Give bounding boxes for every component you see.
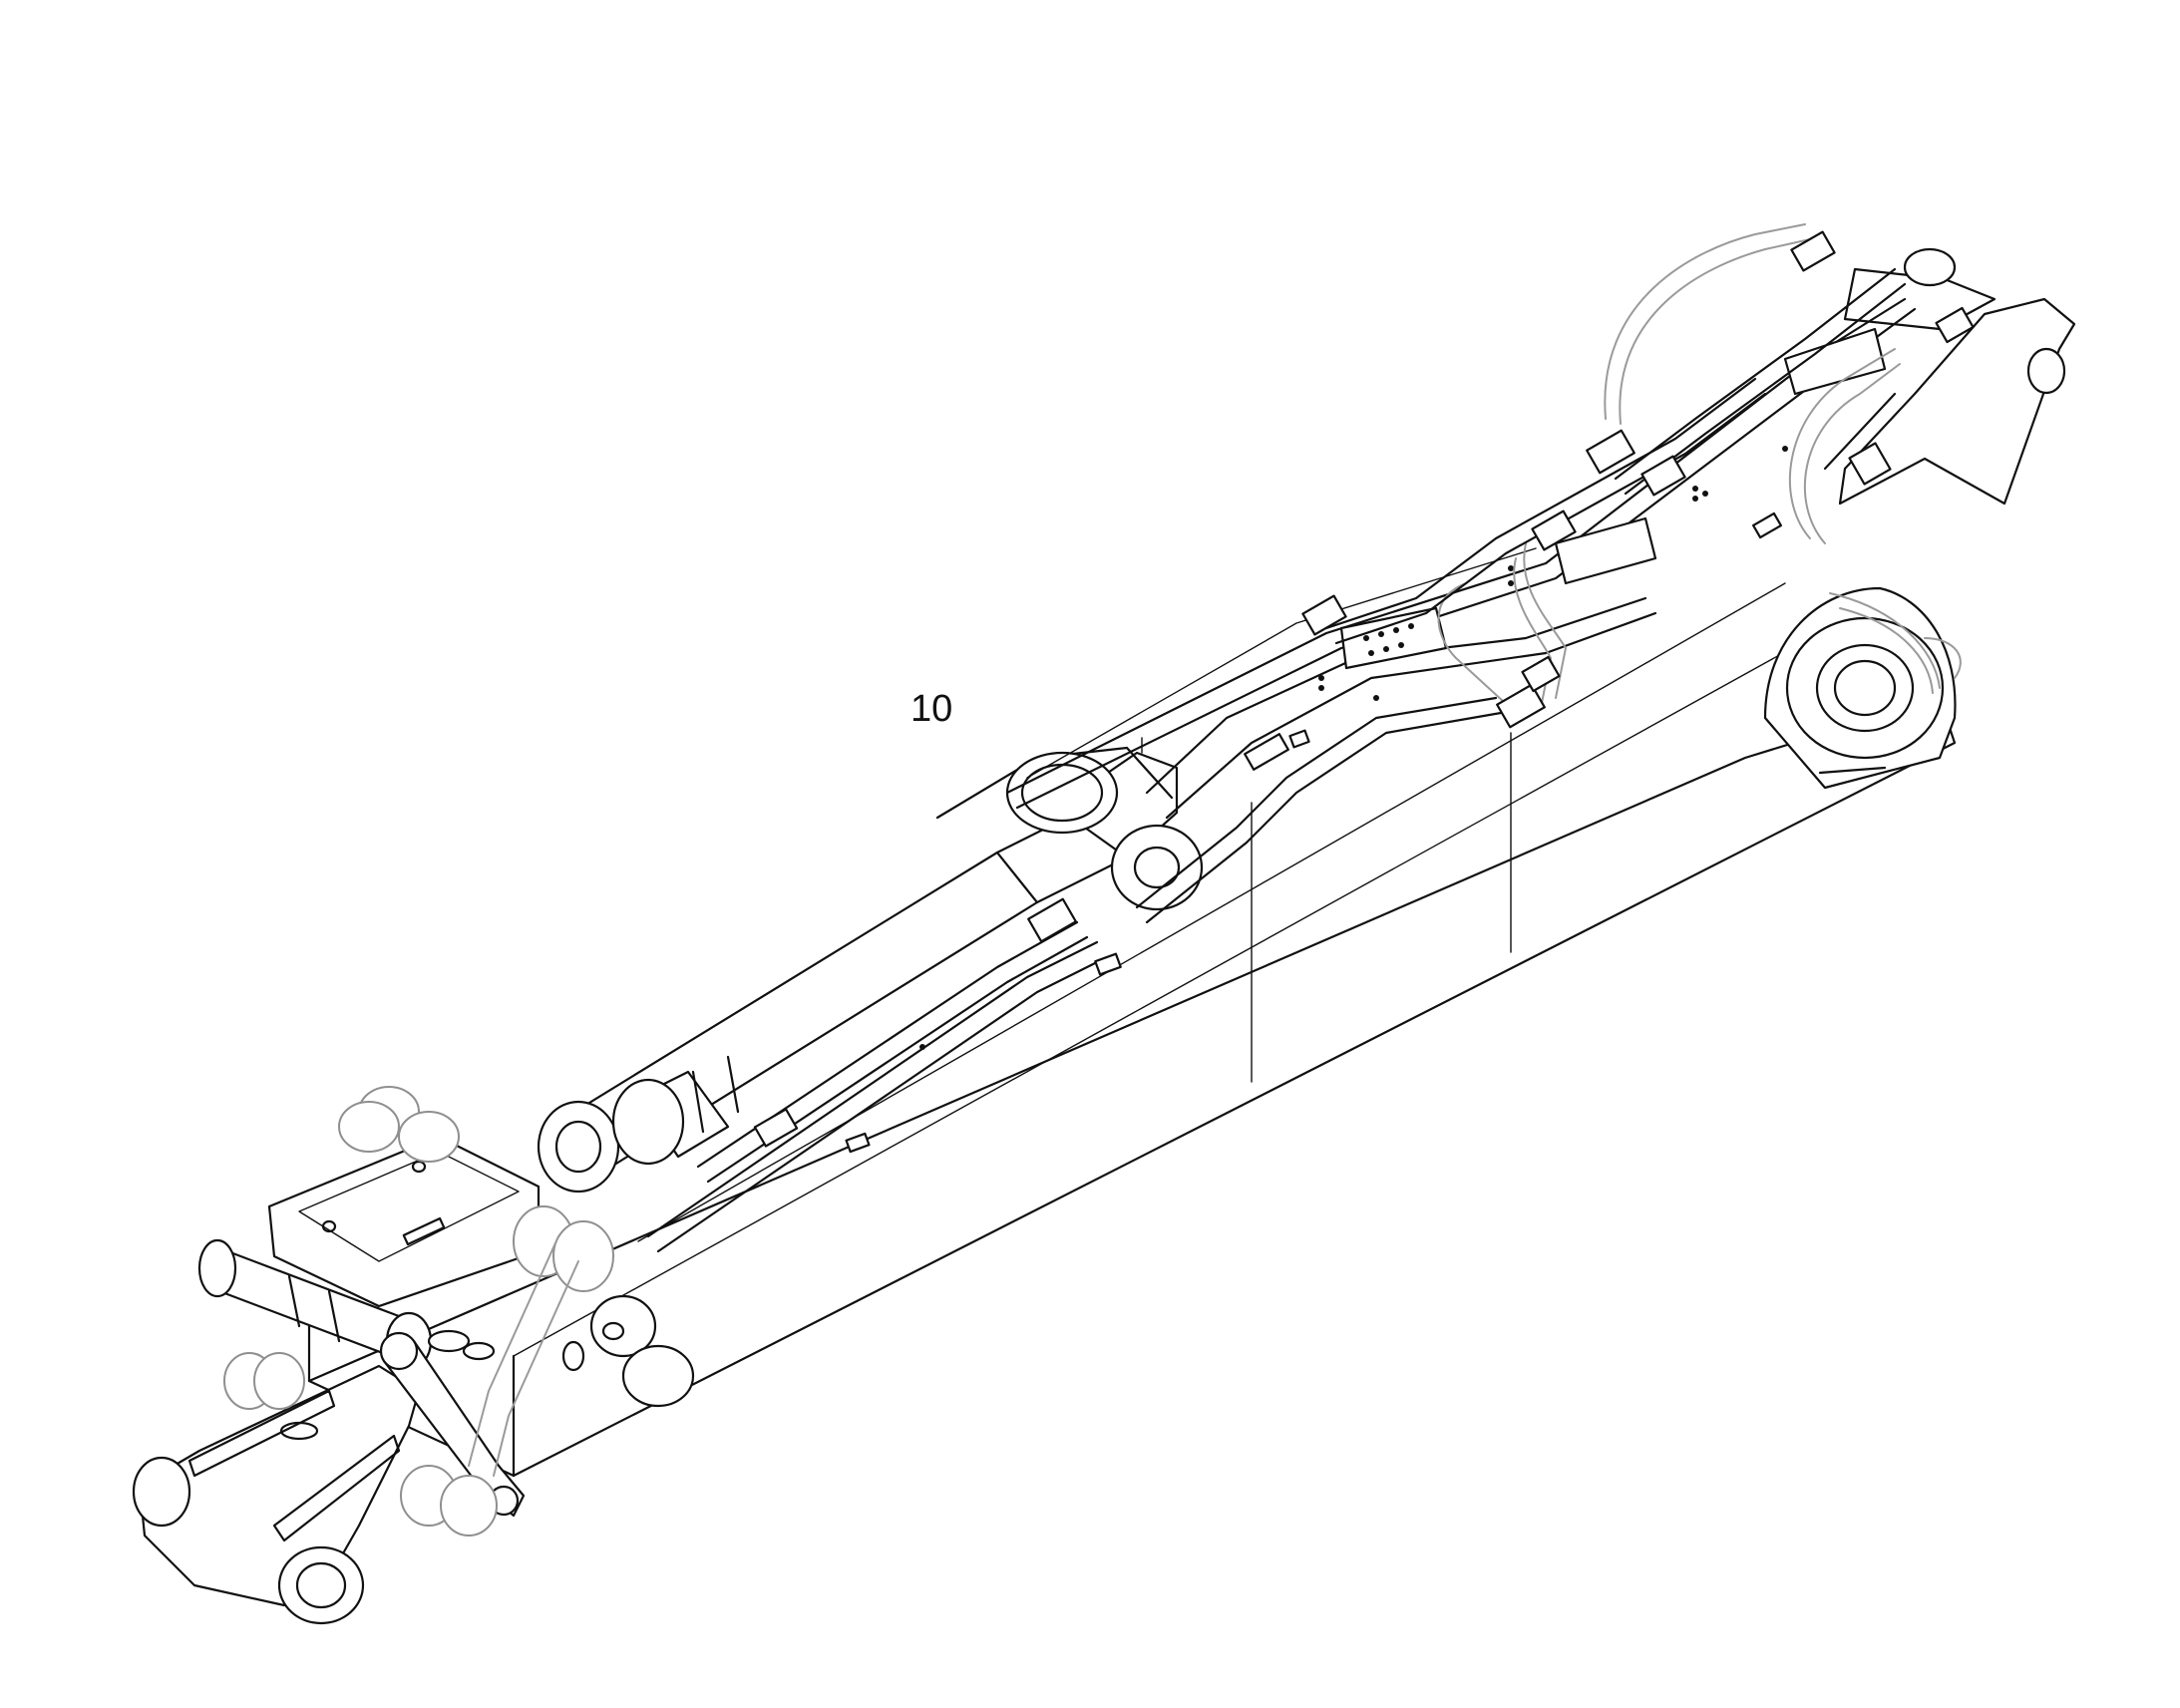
loose-parts	[427, 1294, 695, 1408]
callout-leaders	[1141, 732, 1512, 1083]
hose-clamps	[753, 230, 1975, 1154]
bolt-holes	[919, 446, 1788, 1050]
hose-guard-frame	[919, 297, 1917, 1050]
hose-lines	[646, 267, 1907, 1253]
hydraulic-cylinder	[537, 746, 1204, 1194]
phantom-roller-parts	[223, 1086, 614, 1537]
hydraulic-hoses	[1437, 223, 1962, 714]
callout-10: 10	[910, 688, 953, 730]
boom-foot-end	[132, 1135, 541, 1625]
boom-head-end	[1763, 247, 2076, 790]
